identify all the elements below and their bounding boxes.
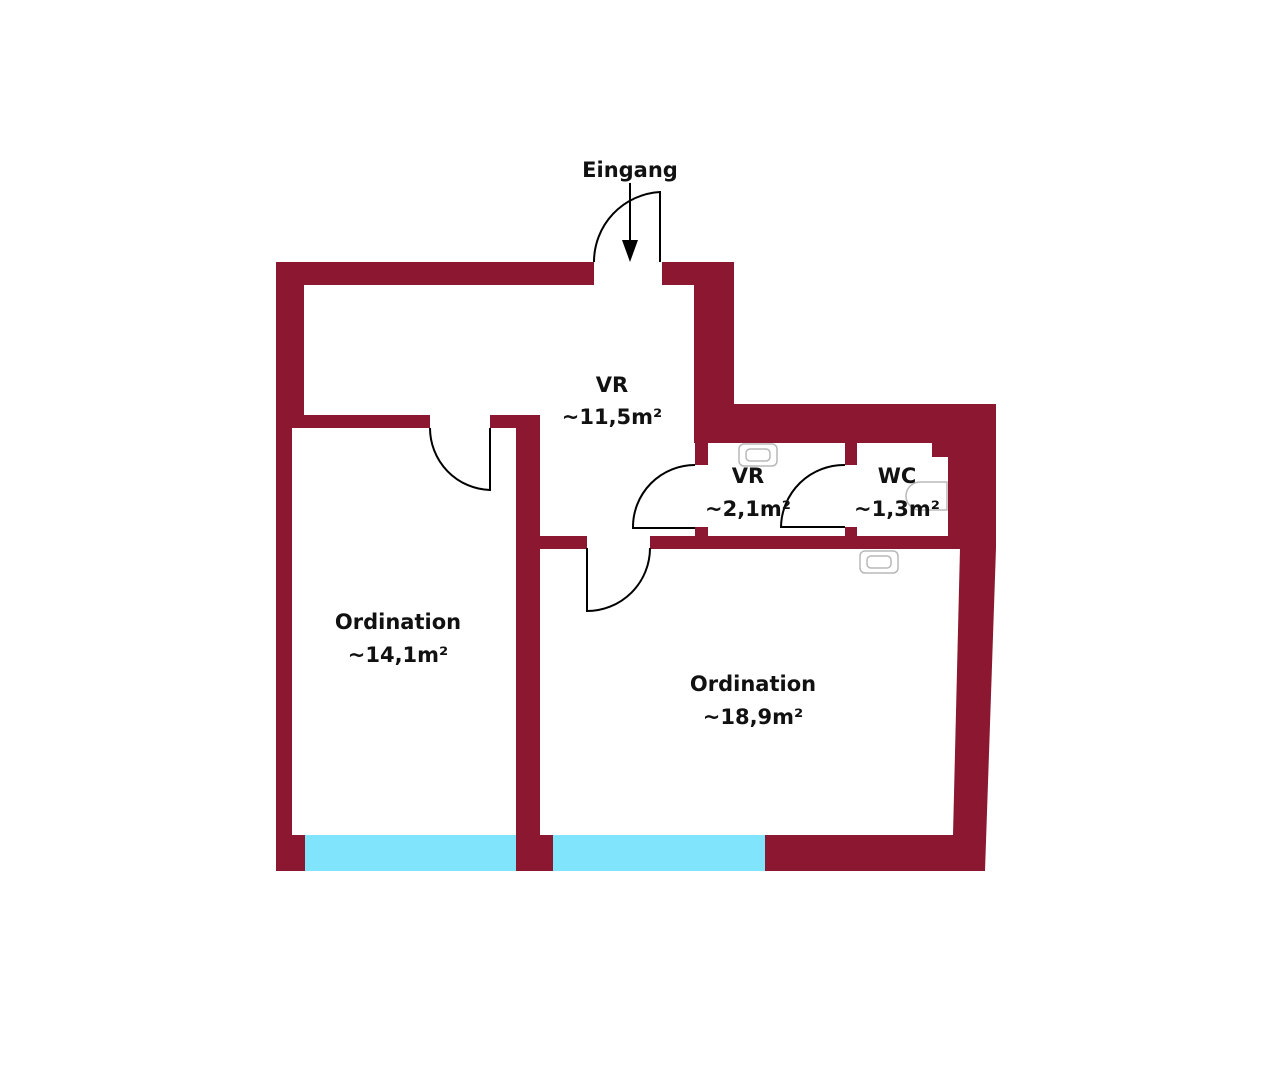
room-name: WC: [878, 464, 917, 488]
fixtures: [738, 443, 948, 574]
room-area: ~1,3m²: [854, 497, 940, 521]
door-ordination-right: [586, 547, 651, 613]
room-area: ~11,5m²: [562, 405, 663, 429]
walls: [276, 262, 996, 871]
room-area: ~2,1m²: [705, 497, 791, 521]
room-name: VR: [732, 464, 764, 488]
door-ordination-left: [429, 427, 491, 492]
room-name: VR: [596, 373, 628, 397]
door-vr-small: [631, 464, 696, 529]
toilet-icon: [905, 481, 948, 511]
sink-icon: [738, 443, 778, 467]
room-area: ~14,1m²: [348, 643, 449, 667]
entrance-label: Eingang: [582, 158, 678, 182]
door-wc: [779, 463, 846, 528]
doors: [429, 190, 846, 613]
room-name: Ordination: [335, 610, 461, 634]
sink-icon: [859, 550, 899, 574]
window-right: [553, 835, 765, 871]
room-area: ~18,9m²: [703, 705, 804, 729]
labels: Eingang VR ~11,5m² VR ~2,1m² WC ~1,3m² O…: [335, 158, 940, 729]
entrance-arrow-icon: [622, 183, 638, 262]
room-name: Ordination: [690, 672, 816, 696]
window-left: [305, 835, 516, 871]
entrance-door: [592, 190, 661, 263]
windows: [305, 835, 765, 871]
